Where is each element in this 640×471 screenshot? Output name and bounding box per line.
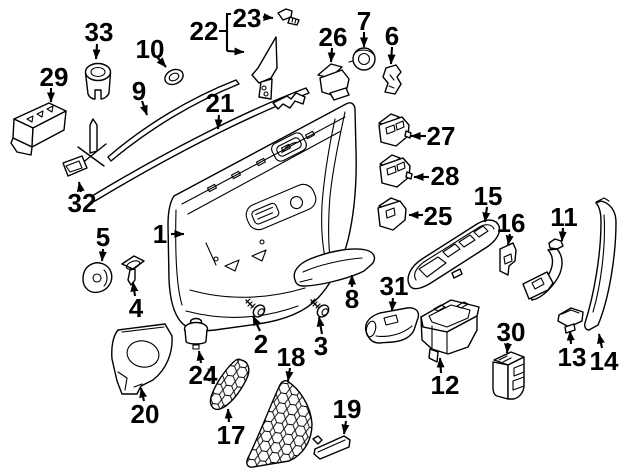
leader-arrow-9	[140, 100, 148, 116]
leader-arrow-12	[436, 357, 445, 374]
part-2-illustration	[245, 298, 266, 318]
part-11-illustration	[522, 238, 564, 301]
callout-14: 14	[590, 346, 619, 376]
leader-arrow-4	[130, 281, 139, 297]
part-6-illustration	[382, 64, 402, 95]
leader-arrow-18	[285, 367, 294, 382]
part-27-illustration	[378, 113, 412, 147]
part-29-illustration	[10, 102, 67, 156]
callout-21: 21	[206, 88, 235, 118]
part-4-illustration	[121, 255, 145, 286]
leader-arrow-24	[196, 350, 205, 364]
callout-29: 29	[40, 62, 69, 92]
callout-9: 9	[132, 76, 146, 106]
part-23-illustration	[277, 8, 300, 26]
callout-23: 23	[233, 3, 262, 33]
callout-7: 7	[357, 6, 371, 36]
part-1-illustration	[167, 102, 357, 332]
part-18-illustration	[246, 380, 313, 468]
leader-arrow-13	[566, 330, 575, 345]
part-19-illustration	[312, 435, 351, 460]
leader-arrow-10	[156, 56, 167, 68]
part-9-illustration	[107, 79, 240, 162]
part-17-illustration	[203, 358, 250, 411]
part-25-illustration	[377, 197, 407, 231]
leader-arrow-17	[224, 408, 233, 423]
part-3-illustration	[310, 298, 330, 318]
leader-arrow-22	[226, 47, 245, 56]
callout-28: 28	[431, 161, 460, 191]
callout-5: 5	[96, 222, 110, 252]
part-14-illustration	[584, 197, 617, 331]
leader-arrow-23	[262, 13, 274, 22]
part-15-illustration	[407, 219, 501, 290]
part-32-illustration	[62, 118, 107, 177]
callout-13: 13	[558, 342, 587, 372]
part-30-illustration	[492, 351, 525, 400]
callout-2: 2	[254, 329, 268, 359]
leader-arrow-16	[505, 233, 514, 246]
callout-4: 4	[129, 293, 144, 323]
part-26-illustration	[317, 63, 350, 101]
callout-33: 33	[85, 17, 114, 47]
callout-1: 1	[153, 219, 167, 249]
callout-3: 3	[314, 331, 328, 361]
callout-24: 24	[189, 360, 218, 390]
callout-10: 10	[136, 34, 165, 64]
leader-arrow-11	[558, 227, 567, 242]
callout-26: 26	[319, 22, 348, 52]
leader-arrow-20	[139, 387, 148, 402]
callout-20: 20	[131, 399, 160, 429]
leader-arrow-33	[92, 43, 101, 60]
callout-31: 31	[380, 271, 409, 301]
callout-11: 11	[550, 202, 578, 232]
leader-arrow-14	[597, 333, 605, 349]
part-28-illustration	[379, 154, 413, 188]
callout-17: 17	[217, 420, 246, 450]
leader-arrow-30	[503, 342, 512, 354]
callout-30: 30	[497, 317, 526, 347]
leader-arrow-21	[214, 114, 223, 130]
leader-arrow-2	[252, 315, 261, 332]
callout-8: 8	[345, 284, 359, 314]
callout-27: 27	[427, 121, 456, 151]
leader-arrow-15	[482, 206, 491, 223]
callout-12: 12	[431, 370, 460, 400]
leader-arrow-26	[327, 47, 336, 63]
part-21-illustration	[91, 87, 310, 202]
leader-arrow-32	[76, 181, 85, 193]
part-5-illustration	[82, 262, 113, 294]
part-8-illustration	[293, 248, 376, 287]
part-22-illustration	[251, 36, 278, 100]
callout-19: 19	[333, 394, 362, 424]
part-7-illustration	[348, 47, 376, 71]
callout-15: 15	[474, 181, 503, 211]
part-20-illustration	[111, 323, 173, 395]
part-33-illustration	[84, 62, 112, 100]
callout-bracket-22	[219, 12, 231, 51]
callout-32: 32	[68, 188, 97, 218]
part-31-illustration	[364, 307, 420, 344]
leader-arrow-31	[388, 297, 397, 312]
part-12-illustration	[420, 299, 480, 363]
leader-arrow-3	[316, 316, 325, 335]
part-13-illustration	[557, 307, 584, 334]
callout-6: 6	[385, 21, 399, 51]
leader-arrow-19	[341, 420, 350, 435]
part-10-illustration	[164, 68, 184, 86]
part-24-illustration	[183, 317, 209, 350]
callout-18: 18	[277, 342, 306, 372]
callout-16: 16	[497, 208, 526, 238]
leader-arrow-6	[387, 46, 396, 65]
callout-22: 22	[190, 16, 219, 46]
callout-25: 25	[424, 201, 453, 231]
leader-arrow-5	[98, 248, 107, 262]
part-16-illustration	[499, 242, 517, 276]
